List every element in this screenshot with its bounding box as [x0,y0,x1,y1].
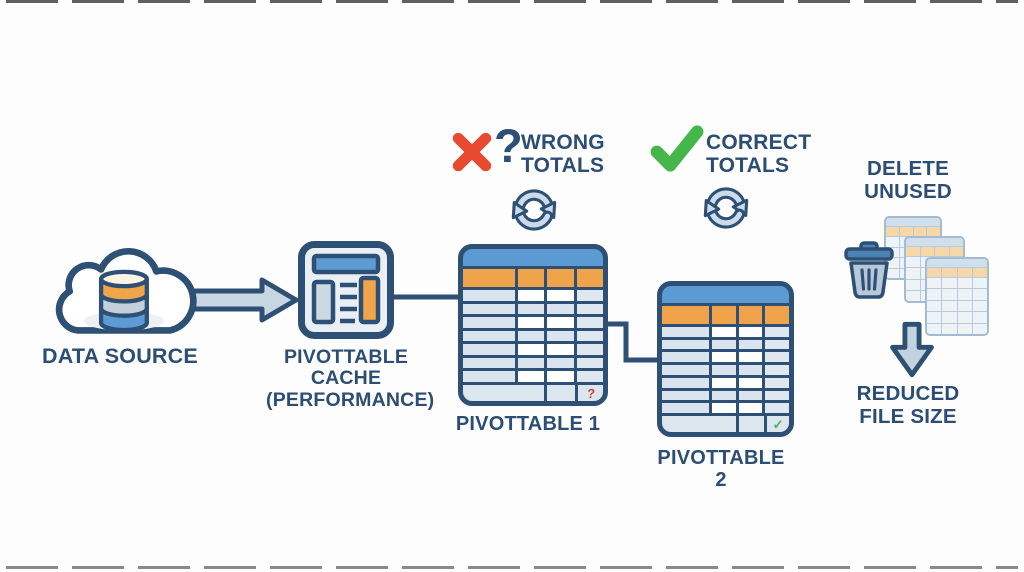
wrong-total-marker: ? [585,385,596,401]
question-icon: ? [494,119,523,172]
pivottable2-total-row: ✓ [662,416,789,432]
pivottable1-label: PIVOTTABLE 1 [455,413,601,435]
check-icon [650,125,704,172]
worksheet-icon [925,257,989,336]
trash-icon [844,241,894,299]
correct-total-marker: ✓ [772,416,784,432]
data-source-label: DATA SOURCE [42,344,198,368]
pivottable1-titlebar [463,249,603,266]
cross-icon [452,132,492,172]
pivot-cache-label: PIVOTTABLE CACHE (PERFORMANCE) [266,346,435,411]
bottom-border-line [6,566,1018,569]
pivottable1-total-row: ? [463,385,603,401]
delete-unused-label: DELETE UNUSED [864,157,952,203]
pivottable2-label: PIVOTTABLE 2 [657,447,785,491]
reduced-file-size-label: REDUCED FILE SIZE [856,382,960,428]
database-cylinder [98,269,149,333]
arrow-right-icon [190,277,299,323]
pivottable2-header-row [662,306,789,324]
refresh-icon [511,189,557,231]
top-border-line [6,0,1018,3]
pivottable1-icon: ? [458,244,608,406]
arrow-down-icon [890,321,934,378]
pivottable1-header-row [463,269,603,287]
pivottable2-icon: ✓ [657,281,794,437]
pivot-cache-icon [298,241,394,339]
correct-totals-label: CORRECT TOTALS [706,131,812,178]
pivottable2-titlebar [662,286,789,303]
refresh-icon [703,187,749,229]
wrong-totals-label: WRONG TOTALS [521,131,605,178]
cloud-database-icon [55,247,197,334]
